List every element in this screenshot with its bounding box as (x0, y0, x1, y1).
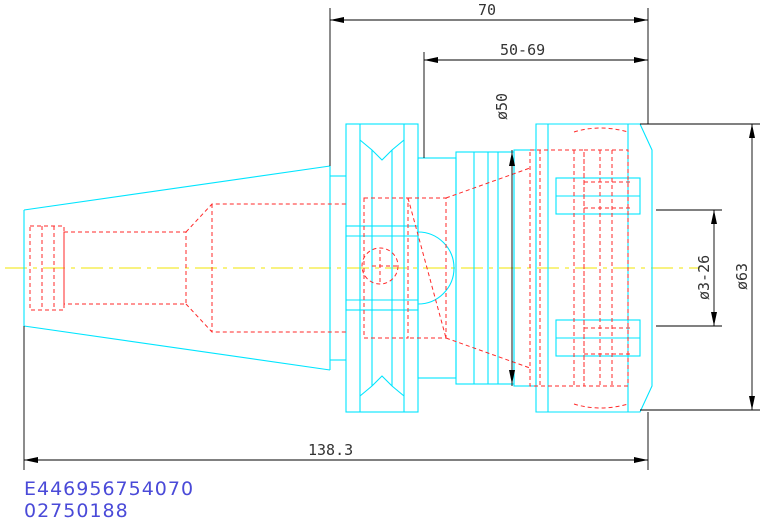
part-number: E446956754070 (24, 478, 195, 500)
order-number: 02750188 (24, 500, 129, 522)
hidden-lines (29, 127, 632, 409)
tool-outline (23, 123, 653, 413)
part-codes: E446956754070 02750188 (24, 478, 194, 522)
dim-gauge-range: 50-69 (500, 41, 545, 59)
dimension-lines (23, 8, 760, 470)
dim-body-diameter: ø63 (733, 263, 751, 290)
dim-neck-diameter: ø50 (493, 93, 511, 120)
dim-overall-length: 70 (478, 1, 496, 19)
dim-total-length: 138.3 (308, 441, 353, 459)
dim-clamp-range: ø3-26 (695, 255, 713, 300)
